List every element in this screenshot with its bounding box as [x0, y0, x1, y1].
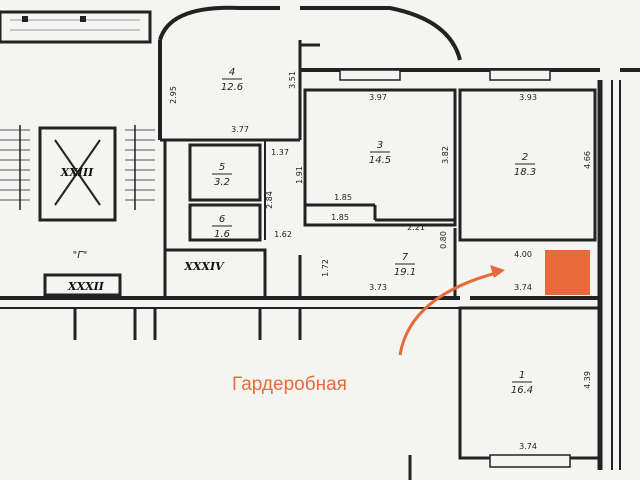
- room-5-number: 5: [219, 162, 225, 173]
- dim-3-51: 3.51: [288, 71, 297, 89]
- dim-3-77: 3.77: [231, 125, 249, 134]
- label-xxiii: XXIII: [60, 166, 94, 179]
- rooms-5-6-walls: [163, 140, 266, 250]
- dim-1-91: 1.91: [295, 166, 304, 184]
- callout-label: Гардеробная: [232, 374, 347, 395]
- wardrobe-highlight: [545, 250, 590, 295]
- room-6-area: 1.6: [214, 229, 230, 240]
- label-xxxii: XXXII: [67, 280, 105, 293]
- room-3-number: 3: [377, 140, 383, 151]
- room-1-number: 1: [519, 370, 525, 381]
- room-4-area: 12.6: [221, 82, 243, 93]
- room-7-number: 7: [402, 252, 409, 263]
- dim-0-80: 0.80: [439, 231, 448, 249]
- dim-1-62: 1.62: [274, 230, 292, 239]
- callout-arrow: [398, 270, 501, 356]
- room-7-area: 19.1: [394, 267, 416, 278]
- label-g: "Г": [73, 250, 88, 261]
- dim-1-85-b: 1.85: [331, 213, 349, 222]
- label-xxxiv: XXXIV: [183, 260, 225, 273]
- dim-2-84: 2.84: [265, 191, 274, 209]
- room-3-area: 14.5: [369, 155, 391, 166]
- room-5-area: 3.2: [214, 177, 230, 188]
- dim-1-72: 1.72: [321, 259, 330, 277]
- dim-3-73: 3.73: [369, 283, 387, 292]
- dim-1-37: 1.37: [271, 148, 289, 157]
- dim-4-00: 4.00: [514, 250, 532, 259]
- rooms-3-2-walls: [300, 68, 600, 242]
- dim-3-82: 3.82: [441, 146, 450, 164]
- dim-4-39: 4.39: [583, 371, 592, 389]
- dim-3-74-a: 3.74: [514, 283, 532, 292]
- dim-3-93: 3.93: [519, 93, 537, 102]
- room-1-walls: [408, 306, 602, 480]
- callout-arrowhead-icon: [490, 265, 505, 278]
- room-1-area: 16.4: [511, 385, 533, 396]
- room-6-number: 6: [219, 214, 225, 225]
- dim-2-21: 2.21: [407, 223, 425, 232]
- dim-4-66: 4.66: [583, 151, 592, 169]
- dim-3-97: 3.97: [369, 93, 387, 102]
- room-4-number: 4: [229, 67, 235, 78]
- dim-1-85-a: 1.85: [334, 193, 352, 202]
- dim-3-74-b: 3.74: [519, 442, 537, 451]
- top-left-block: [0, 10, 152, 44]
- dim-2-95: 2.95: [169, 86, 178, 104]
- room-2-area: 18.3: [514, 167, 536, 178]
- room-4-walls: [158, 5, 462, 142]
- stair-block: [0, 125, 155, 222]
- room-2-number: 2: [522, 152, 528, 163]
